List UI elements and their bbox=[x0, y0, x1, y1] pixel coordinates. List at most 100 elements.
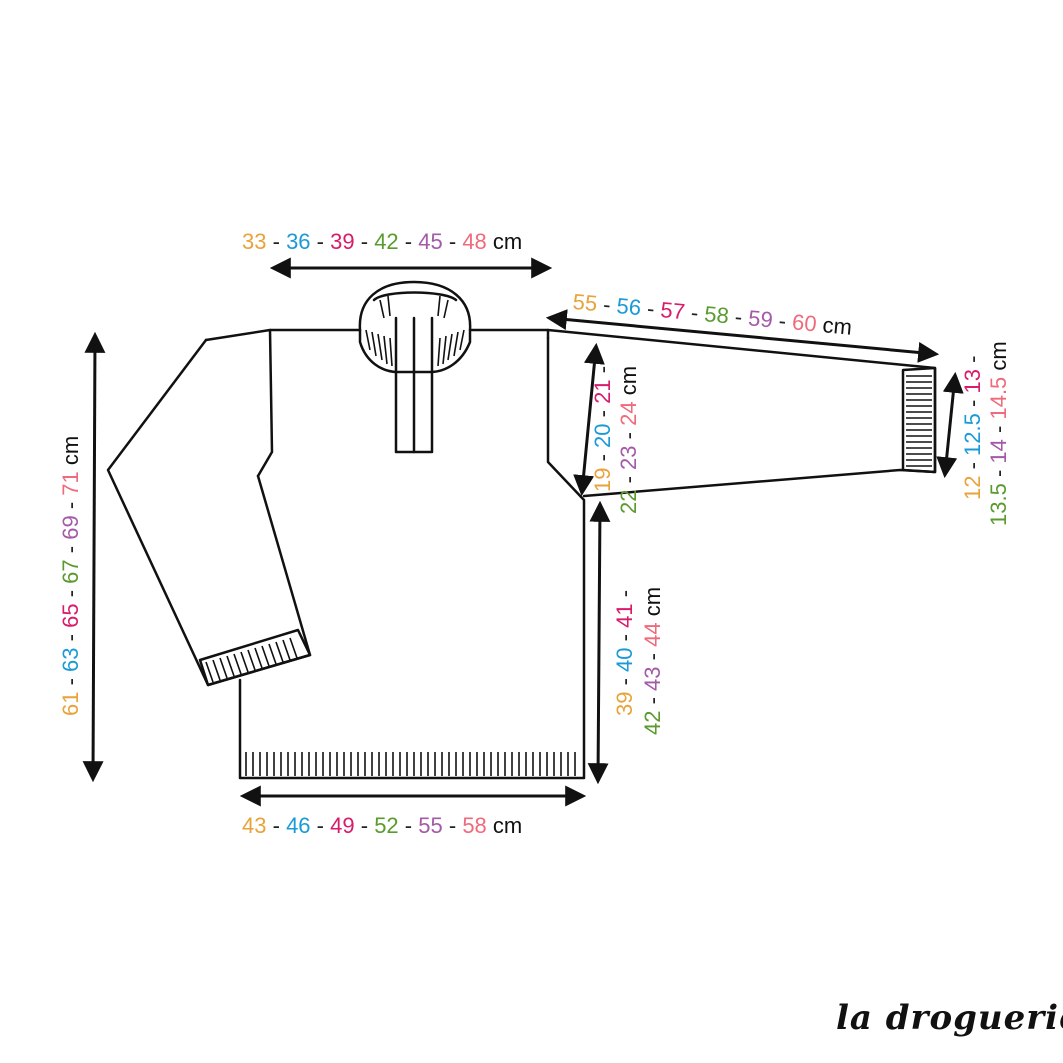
unit-label: cm bbox=[986, 341, 1011, 371]
cuff-width-arrow bbox=[936, 371, 964, 479]
separator: - bbox=[616, 476, 641, 484]
right-cuff bbox=[901, 366, 937, 474]
separator: - bbox=[272, 229, 280, 254]
size-value: 41 bbox=[612, 603, 637, 628]
chest-width-label: 43 - 46 - 49 - 52 - 55 - 58 cm bbox=[242, 813, 522, 839]
separator: - bbox=[689, 299, 700, 326]
unit-label: cm bbox=[492, 813, 523, 838]
size-value: 69 bbox=[58, 515, 83, 540]
unit-label: cm bbox=[821, 312, 854, 340]
size-value: 57 bbox=[659, 297, 687, 325]
size-value: 23 bbox=[616, 445, 641, 470]
separator: - bbox=[733, 304, 744, 330]
size-value: 39 bbox=[330, 229, 355, 254]
separator: - bbox=[640, 697, 665, 705]
separator: - bbox=[316, 229, 324, 254]
size-value: 40 bbox=[612, 647, 637, 672]
separator: - bbox=[986, 469, 1011, 478]
separator: - bbox=[777, 308, 788, 334]
size-value: 19 bbox=[590, 467, 615, 492]
size-value: 61 bbox=[58, 691, 83, 716]
size-value: 43 bbox=[242, 813, 267, 838]
size-value: 63 bbox=[58, 647, 83, 672]
sleeve-length-arrow bbox=[545, 309, 940, 363]
size-value: 71 bbox=[58, 471, 83, 496]
separator: - bbox=[590, 365, 615, 374]
separator: - bbox=[646, 295, 656, 322]
separator: - bbox=[58, 678, 83, 686]
separator: - bbox=[404, 229, 413, 254]
separator: - bbox=[272, 813, 280, 838]
separator: - bbox=[960, 399, 985, 407]
separator: - bbox=[360, 229, 369, 254]
size-value: 67 bbox=[58, 559, 83, 584]
size-value: 33 bbox=[242, 229, 267, 254]
unit-label: cm bbox=[640, 586, 665, 617]
size-value: 21 bbox=[590, 379, 615, 404]
shoulder-line-right bbox=[468, 328, 550, 340]
left-sleeve bbox=[106, 338, 312, 687]
size-value: 49 bbox=[330, 813, 355, 838]
size-value: 36 bbox=[286, 229, 311, 254]
separator: - bbox=[960, 355, 985, 363]
size-value: 20 bbox=[590, 423, 615, 448]
size-value: 12 bbox=[960, 475, 985, 500]
hem-ribbing bbox=[245, 752, 576, 776]
size-value: 58 bbox=[462, 813, 487, 838]
unit-label: cm bbox=[492, 229, 523, 254]
size-value: 46 bbox=[286, 813, 311, 838]
size-value: 24 bbox=[616, 401, 641, 426]
cuff-width-label-line1: 12 - 12.5 - 13 - bbox=[960, 356, 986, 500]
separator: - bbox=[616, 432, 641, 440]
size-value: 13 bbox=[960, 369, 985, 394]
separator: - bbox=[590, 454, 615, 462]
collar bbox=[358, 280, 472, 374]
size-value: 59 bbox=[747, 305, 774, 333]
separator: - bbox=[590, 410, 615, 418]
size-value: 52 bbox=[374, 813, 399, 838]
size-value: 60 bbox=[791, 309, 818, 337]
size-value: 42 bbox=[640, 710, 665, 735]
total-length-arrow bbox=[82, 331, 106, 783]
neck-width-label: 33 - 36 - 39 - 42 - 45 - 48 cm bbox=[242, 229, 522, 255]
size-value: 44 bbox=[640, 622, 665, 647]
unit-label: cm bbox=[58, 435, 83, 466]
size-value: 13.5 bbox=[986, 483, 1011, 526]
cuff-width-label-line2: 13.5 - 14 - 14.5 cm bbox=[986, 341, 1012, 526]
separator: - bbox=[448, 813, 457, 838]
separator: - bbox=[58, 634, 83, 642]
separator: - bbox=[58, 589, 83, 598]
separator: - bbox=[612, 589, 637, 598]
total-length-label: 61 - 63 - 65 - 67 - 69 - 71 cm bbox=[58, 436, 84, 716]
size-value: 12.5 bbox=[960, 413, 985, 456]
size-value: 14 bbox=[986, 439, 1011, 464]
left-armhole bbox=[256, 328, 274, 478]
separator: - bbox=[986, 425, 1011, 433]
size-value: 22 bbox=[616, 489, 641, 514]
separator: - bbox=[316, 813, 324, 838]
brand-logo: la droguerie bbox=[836, 998, 1063, 1038]
body-length-arrow bbox=[587, 500, 611, 785]
armhole-depth-arrow bbox=[573, 342, 605, 497]
size-value: 55 bbox=[418, 813, 443, 838]
separator: - bbox=[58, 501, 83, 510]
size-value: 42 bbox=[374, 229, 399, 254]
separator: - bbox=[612, 634, 637, 642]
unit-label: cm bbox=[616, 365, 641, 396]
separator: - bbox=[360, 813, 369, 838]
left-cuff-ribbing bbox=[205, 637, 298, 683]
separator: - bbox=[602, 291, 612, 318]
separator: - bbox=[58, 545, 83, 554]
collar-inner bbox=[372, 291, 458, 302]
armhole-depth-label-line2: 22 - 23 - 24 cm bbox=[616, 366, 642, 514]
separator: - bbox=[612, 678, 637, 686]
size-value: 14.5 bbox=[986, 376, 1011, 420]
armhole-depth-label-line1: 19 - 20 - 21 - bbox=[590, 366, 616, 492]
left-cuff bbox=[198, 628, 312, 687]
shoulder-line bbox=[204, 328, 362, 342]
size-value: 58 bbox=[703, 301, 731, 329]
separator: - bbox=[960, 462, 985, 470]
size-value: 56 bbox=[615, 293, 643, 321]
separator: - bbox=[640, 653, 665, 661]
